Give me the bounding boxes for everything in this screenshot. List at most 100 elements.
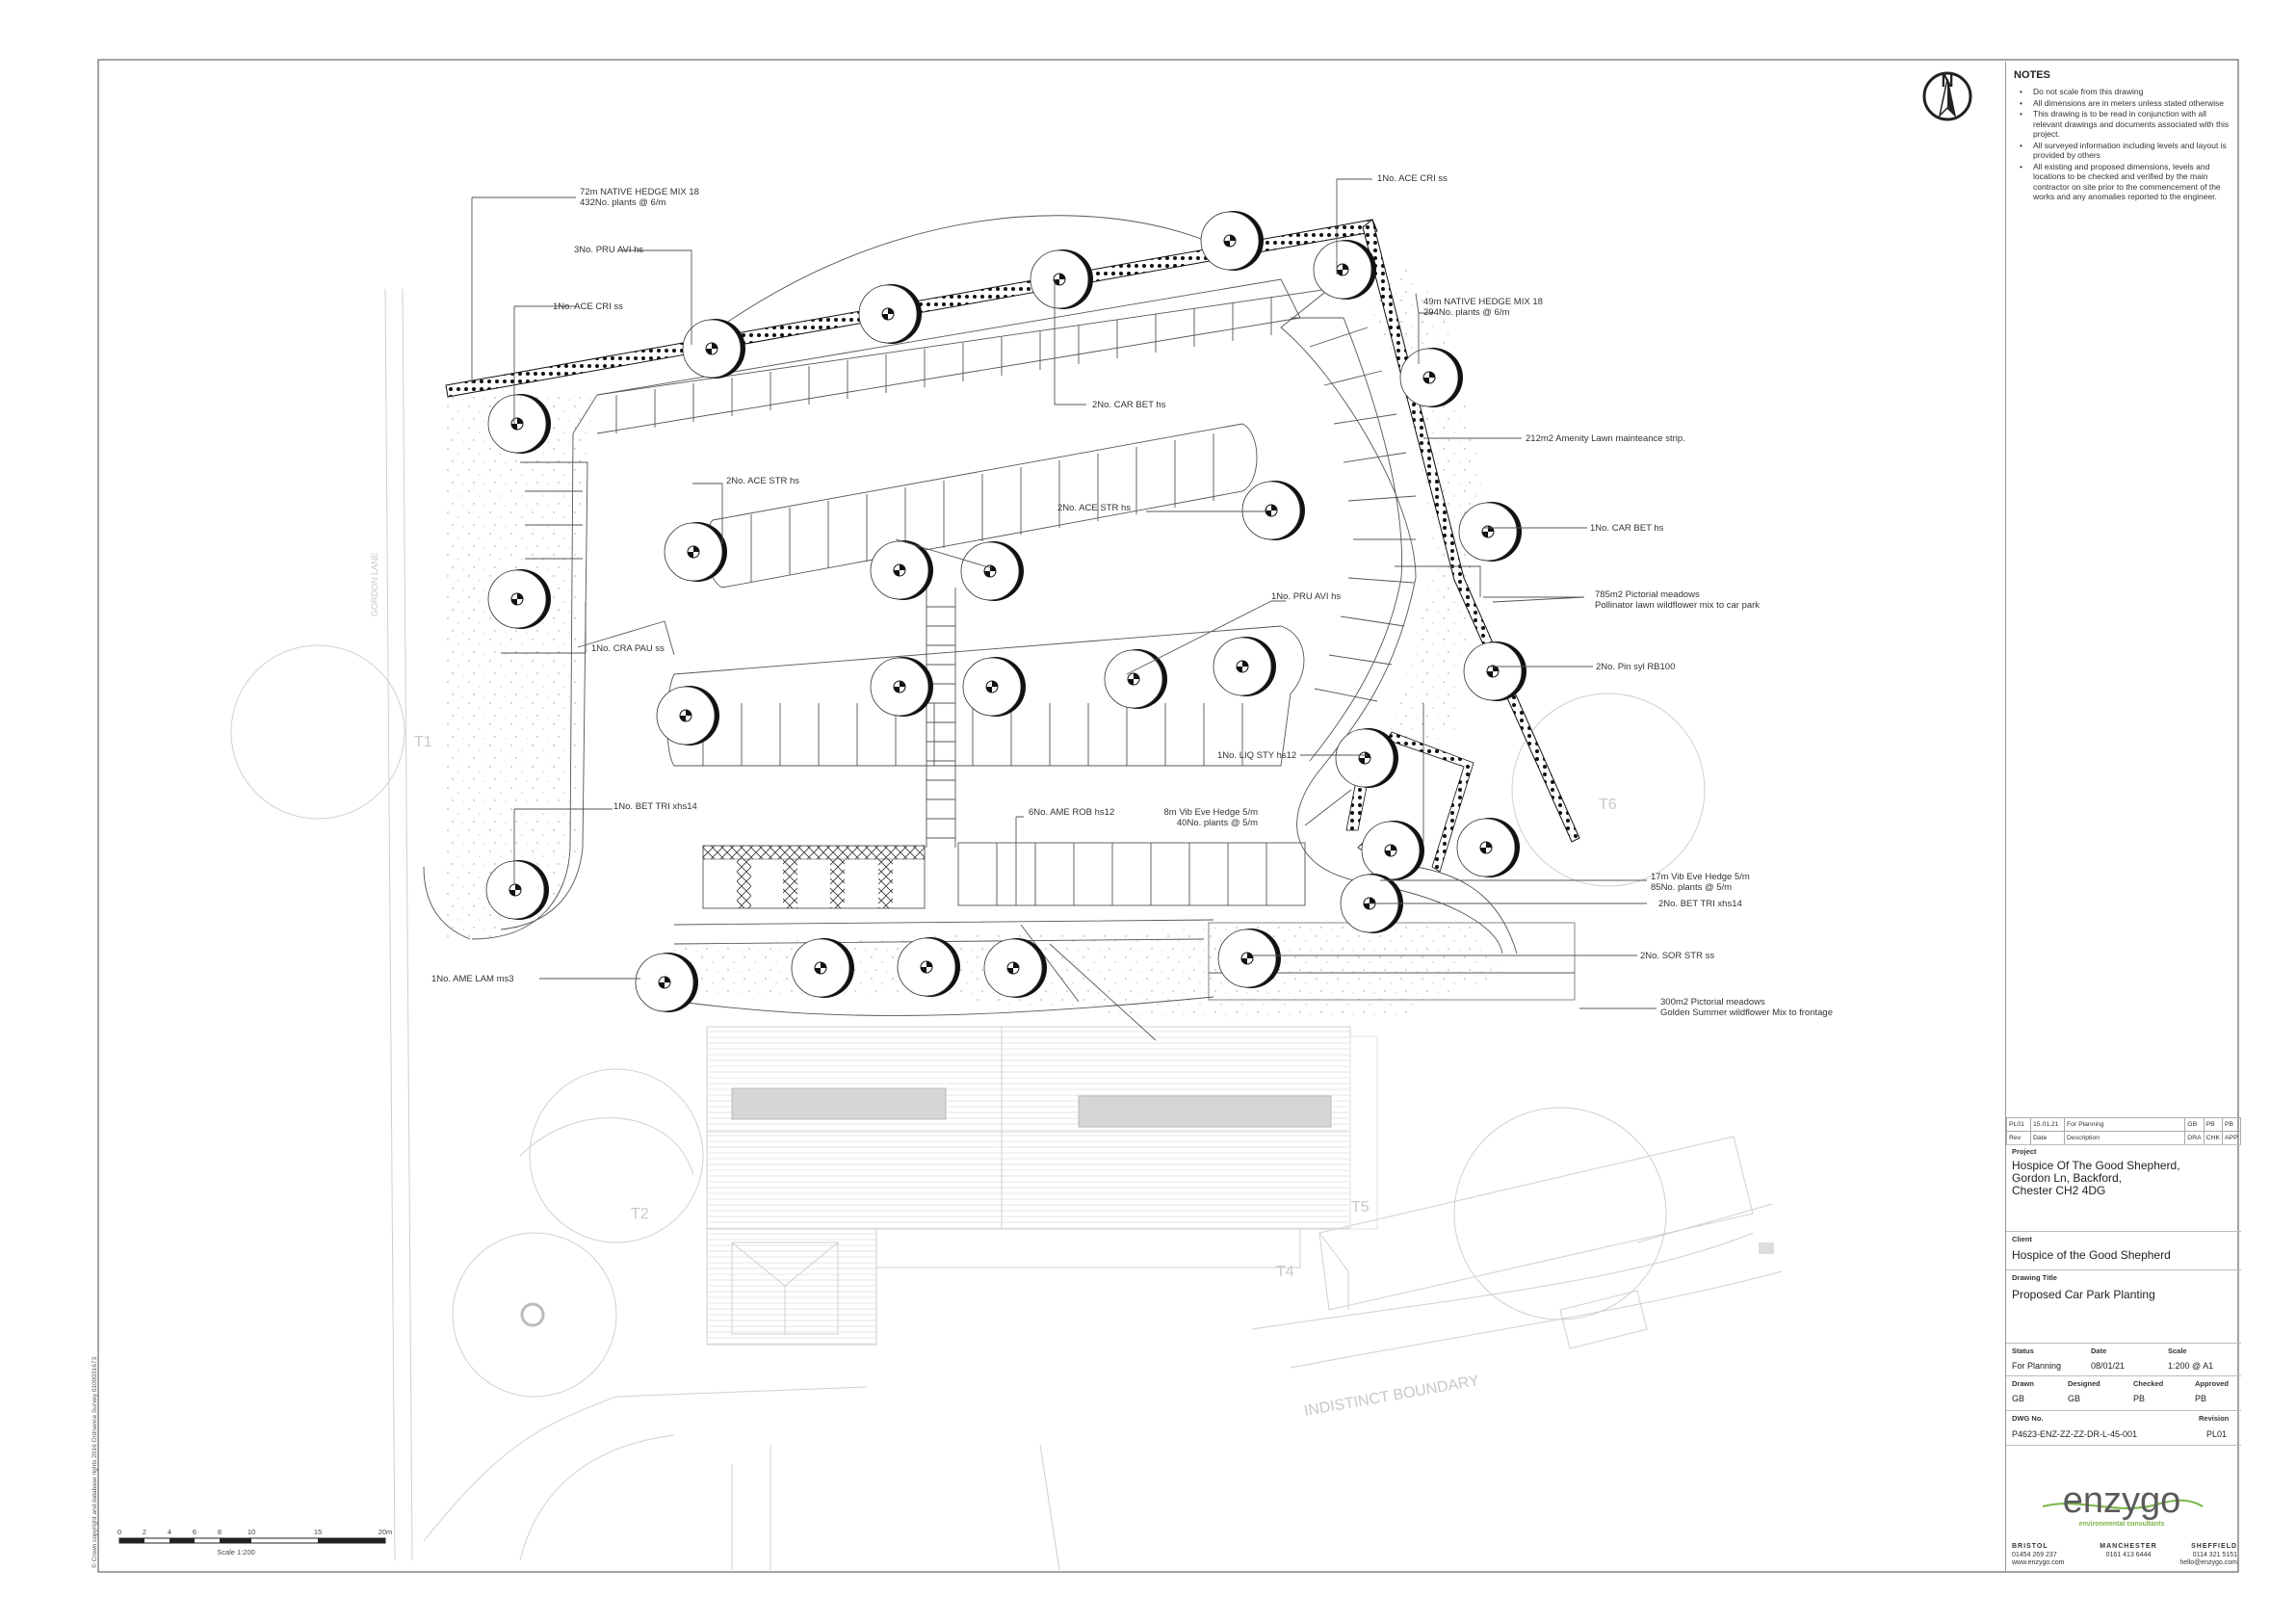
drawn-value: GB (2012, 1394, 2025, 1403)
office-city: BRISTOL (2012, 1543, 2048, 1550)
label-bet-tri-right: 2No. BET TRI xhs14 (1658, 899, 1742, 909)
boundary-label: INDISTINCT BOUNDARY (1303, 1373, 1481, 1420)
tree-symbol-icon (487, 569, 551, 629)
tree-symbol-icon (960, 541, 1024, 601)
designed-value: GB (2068, 1394, 2081, 1403)
label-ame-rob: 6No. AME ROB hs12 (1029, 807, 1114, 818)
tree-t4-label: T4 (1276, 1264, 1294, 1280)
parking-row-top (596, 278, 1301, 434)
label-ame-lam: 1No. AME LAM ms3 (431, 974, 514, 984)
tree-symbol-icon (858, 284, 922, 344)
parking-row-bottom (957, 842, 1306, 906)
label-meadow-300-line1: 300m2 Pictorial meadows (1660, 997, 1765, 1007)
office-manchester: MANCHESTER 0161 413 6444 (2095, 1543, 2162, 1559)
drawing-title: Proposed Car Park Planting (2012, 1288, 2155, 1301)
drawn-header: DRA (2184, 1131, 2205, 1145)
approved-label: Approved (2195, 1379, 2230, 1388)
note-item: All surveyed information including level… (2014, 141, 2237, 161)
tree-symbol-icon (870, 540, 933, 600)
native-hedge-east (1362, 219, 1580, 843)
status-label: Status (2012, 1347, 2034, 1355)
revision-header-row: Rev Date Description DRA CHK APP (2006, 1131, 2241, 1145)
label-ace-str-left: 2No. ACE STR hs (726, 476, 799, 486)
tree-symbol-icon (1399, 348, 1463, 407)
tree-symbol-icon (962, 657, 1026, 717)
label-ace-cri-left: 1No. ACE CRI ss (553, 301, 623, 312)
enzygo-logo: enzygo environmental consultants (2042, 1480, 2204, 1528)
north-label: N (1942, 71, 1954, 91)
road-label: GORDON LANE (370, 552, 379, 616)
note-item: All dimensions are in meters unless stat… (2014, 98, 2237, 109)
label-car-bet-2: 2No. CAR BET hs (1092, 400, 1166, 410)
tree-symbol-icon (897, 937, 960, 997)
label-car-bet-1: 1No. CAR BET hs (1590, 523, 1664, 534)
label-liq-sty: 1No. LIQ STY hs12 (1217, 750, 1296, 761)
client-name: Hospice of the Good Shepherd (2012, 1248, 2171, 1262)
rev-approved-cell: PB (2222, 1117, 2241, 1132)
existing-building (706, 1026, 1378, 1346)
status-value: For Planning (2012, 1361, 2062, 1371)
label-pru-avi-1: 1No. PRU AVI hs (1271, 591, 1341, 602)
notes-title: NOTES (2014, 69, 2050, 81)
rev-cell: PL01 (2006, 1117, 2031, 1132)
checked-value: PB (2133, 1394, 2146, 1403)
tree-t2-label: T2 (631, 1206, 649, 1222)
label-cra-pau: 1No. CRA PAU ss (591, 643, 665, 654)
logo-wordmark: enzygo (2063, 1480, 2181, 1521)
label-leaders (471, 178, 1657, 1009)
tree-symbol-icon (1463, 641, 1526, 701)
dwg-label: DWG No. (2012, 1414, 2044, 1423)
office-phone: 01454 269 237 (2012, 1551, 2057, 1558)
label-vib-8-line1: 8m Vib Eve Hedge 5/m (1163, 807, 1258, 818)
tree-symbol-icon (682, 319, 745, 379)
tree-symbol-icon (656, 686, 719, 746)
project-line: Chester CH2 4DG (2012, 1184, 2106, 1197)
tree-t6-label: T6 (1599, 797, 1617, 813)
label-vib-17-line2: 85No. plants @ 5/m (1651, 882, 1732, 893)
label-hedge-49-line1: 49m NATIVE HEDGE MIX 18 (1423, 297, 1543, 307)
office-city: MANCHESTER (2100, 1543, 2157, 1550)
meadow-area-west (443, 395, 597, 939)
title-block-panel: NOTES Do not scale from this drawing All… (2005, 62, 2241, 1572)
revision-label: Revision (2199, 1414, 2230, 1423)
tree-symbol-icon (1030, 249, 1093, 309)
scale-tick-label: 8 (218, 1528, 222, 1536)
tree-symbol-icon (1361, 821, 1424, 880)
description-header: Description (2063, 1131, 2186, 1145)
label-bet-tri-left: 1No. BET TRI xhs14 (613, 801, 697, 812)
office-web: www.enzygo.com (2012, 1559, 2065, 1566)
existing-context (230, 288, 1783, 1571)
label-meadow-785-line1: 785m2 Pictorial meadows (1595, 589, 1700, 600)
rev-date-cell: 15.01.21 (2030, 1117, 2065, 1132)
tree-symbol-icon (870, 657, 933, 717)
label-vib-17-line1: 17m Vib Eve Hedge 5/m (1651, 872, 1750, 882)
client-label: Client (2012, 1235, 2032, 1243)
approved-header: APP (2222, 1131, 2241, 1145)
revision-value: PL01 (2206, 1429, 2228, 1439)
tree-symbol-icon (983, 938, 1047, 998)
designed-label: Designed (2068, 1379, 2100, 1388)
approved-value: PB (2195, 1394, 2207, 1403)
copyright-text: © Crown copyright and database rights 20… (91, 1357, 98, 1568)
label-vib-8-line2: 40No. plants @ 5/m (1177, 818, 1258, 828)
tree-symbol-icon (1104, 649, 1167, 709)
checked-label: Checked (2133, 1379, 2164, 1388)
north-arrow-icon (1922, 71, 1972, 121)
scale-bar (118, 1537, 386, 1544)
note-item: Do not scale from this drawing (2014, 87, 2237, 97)
note-item: This drawing is to be read in conjunctio… (2014, 109, 2237, 140)
rev-desc-cell: For Planning (2063, 1117, 2186, 1132)
tree-symbol-icon (1458, 502, 1522, 562)
tree-symbol-icon (635, 953, 698, 1012)
sheet-border (97, 59, 2239, 1573)
tree-symbol-icon (1200, 211, 1264, 271)
tree-symbol-icon (1335, 728, 1398, 788)
tree-t5-label: T5 (1351, 1199, 1370, 1216)
dwg-number: P4623-ENZ-ZZ-ZZ-DR-L-45-001 (2012, 1429, 2138, 1439)
office-sheffield: SHEFFIELD 0114 321 5151 hello@enzygo.com (2166, 1543, 2237, 1568)
carpark-outline (471, 288, 1503, 955)
